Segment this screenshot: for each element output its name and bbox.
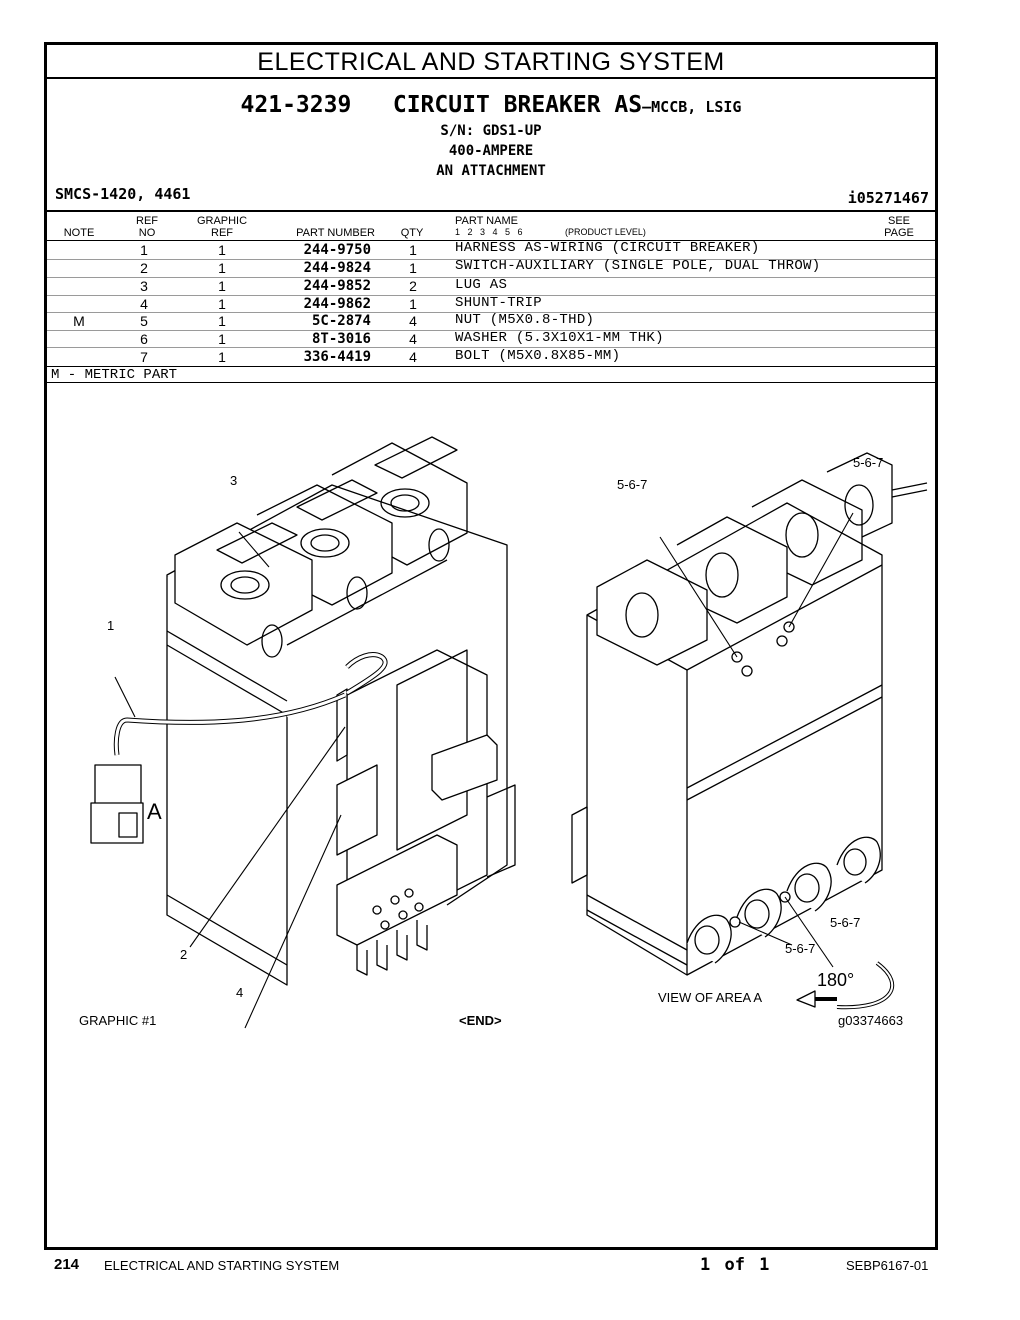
part-title: 421-3239 CIRCUIT BREAKER AS—MCCB, LSIG	[47, 91, 935, 121]
leader-lines	[114, 512, 854, 1029]
row5-note: M	[73, 313, 85, 329]
row4-part-number: 244-9862	[303, 296, 371, 312]
col-ref-bot: NO	[138, 227, 156, 239]
col-graphic-top: GRAPHIC	[196, 215, 248, 227]
col-note: NOTE	[63, 227, 95, 239]
col-product-level: (PRODUCT LEVEL)	[565, 227, 646, 237]
table-top-rule	[47, 210, 935, 212]
section-title: ELECTRICAL AND STARTING SYSTEM	[47, 45, 935, 79]
row3-part-number: 244-9852	[303, 278, 371, 294]
callout-2: 2	[180, 947, 188, 962]
col-part-number: PART NUMBER	[296, 227, 375, 239]
footer-section: ELECTRICAL AND STARTING SYSTEM	[104, 1258, 340, 1273]
callout-3: 3	[230, 473, 238, 488]
header-rule	[47, 240, 935, 241]
row7-qty: 4	[409, 349, 417, 365]
row2-part-name: SWITCH-AUXILIARY (SINGLE POLE, DUAL THRO…	[455, 258, 821, 274]
col-ref-top: REF	[136, 215, 158, 227]
callout-5-6-7-c: 5-6-7	[830, 915, 861, 930]
col-see-top: SEE	[887, 215, 910, 227]
row4-part-name: SHUNT-TRIP	[455, 295, 543, 311]
smcs-code: SMCS-1420, 4461	[55, 185, 191, 203]
rotation-label: 180°	[817, 970, 855, 990]
row3-qty: 2	[409, 278, 417, 294]
row-divider	[47, 277, 935, 278]
rotation-arrow-icon	[796, 961, 895, 1010]
row7-graphic: 1	[218, 349, 226, 365]
row1-part-number: 244-9750	[303, 242, 371, 258]
row6-graphic: 1	[218, 331, 226, 347]
callout-5-6-7-d: 5-6-7	[785, 941, 816, 956]
breaker-diagram	[90, 436, 928, 1029]
row2-part-number: 244-9824	[303, 260, 371, 276]
row-divider	[47, 312, 935, 313]
row1-qty: 1	[409, 242, 417, 258]
page-number: 214	[54, 1256, 80, 1273]
serial-range: S/N: GDS1-UP	[440, 123, 542, 139]
breaker-body-right	[571, 452, 928, 976]
callout-1: 1	[107, 618, 115, 633]
row5-part-number: 5C-2874	[311, 313, 371, 329]
col-part-name: PART NAME	[455, 215, 518, 227]
row4-qty: 1	[409, 296, 417, 312]
row2-graphic: 1	[218, 260, 226, 276]
graphic-label: GRAPHIC #1	[79, 1013, 157, 1028]
row-divider	[47, 295, 935, 296]
row6-ref: 6	[140, 331, 148, 347]
row7-part-number: 336-4419	[303, 349, 371, 365]
col-graphic-bot: REF	[211, 227, 233, 239]
table-bottom-rule	[47, 366, 935, 367]
row-divider	[47, 347, 935, 348]
row7-part-name: BOLT (M5X0.8X85-MM)	[455, 348, 621, 364]
col-see-bot: PAGE	[884, 227, 914, 239]
area-label: A	[147, 799, 162, 824]
row4-ref: 4	[140, 296, 148, 312]
row5-ref: 5	[140, 313, 148, 329]
part-name-tail: —MCCB, LSIG	[642, 98, 742, 116]
row2-qty: 1	[409, 260, 417, 276]
row3-part-name: LUG AS	[455, 277, 508, 293]
row3-ref: 3	[140, 278, 148, 294]
rating: 400-AMPERE	[448, 143, 534, 159]
part-number-title: 421-3239	[240, 92, 352, 118]
row6-part-number: 8T-3016	[311, 331, 371, 347]
callout-5-6-7-b: 5-6-7	[853, 455, 884, 470]
row2-ref: 2	[140, 260, 148, 276]
row7-ref: 7	[140, 349, 148, 365]
note-rule	[47, 382, 935, 383]
row5-graphic: 1	[218, 313, 226, 329]
part-header: 421-3239 CIRCUIT BREAKER AS—MCCB, LSIG S…	[47, 91, 935, 181]
row-divider	[47, 259, 935, 260]
row-divider	[47, 330, 935, 331]
row4-graphic: 1	[218, 296, 226, 312]
part-name-title: CIRCUIT BREAKER AS	[392, 92, 643, 118]
row1-ref: 1	[140, 242, 148, 258]
doc-number: SEBP6167-01	[846, 1258, 929, 1273]
row6-qty: 4	[409, 331, 417, 347]
row1-part-name: HARNESS AS-WIRING (CIRCUIT BREAKER)	[455, 240, 760, 256]
row5-part-name: NUT (M5X0.8-THD)	[455, 312, 595, 328]
row3-graphic: 1	[218, 278, 226, 294]
page-frame: ELECTRICAL AND STARTING SYSTEM 421-3239 …	[44, 42, 938, 1250]
metric-note: M - METRIC PART	[51, 367, 178, 383]
col-levels: 1 2 3 4 5 6	[455, 227, 523, 237]
col-qty: QTY	[400, 227, 424, 239]
row5-qty: 4	[409, 313, 417, 329]
row1-graphic: 1	[218, 242, 226, 258]
graphic-id: g03374663	[838, 1013, 904, 1028]
end-marker: <END>	[459, 1013, 502, 1028]
illustration-id: i05271467	[847, 189, 929, 207]
attachment: AN ATTACHMENT	[436, 163, 546, 179]
callout-5-6-7-a: 5-6-7	[617, 477, 648, 492]
callout-4: 4	[236, 985, 244, 1000]
view-label: VIEW OF AREA A	[658, 990, 763, 1005]
row6-part-name: WASHER (5.3X10X1-MM THK)	[455, 330, 664, 346]
breaker-body-left	[90, 436, 516, 986]
page-of: 1 of 1	[700, 1255, 770, 1275]
